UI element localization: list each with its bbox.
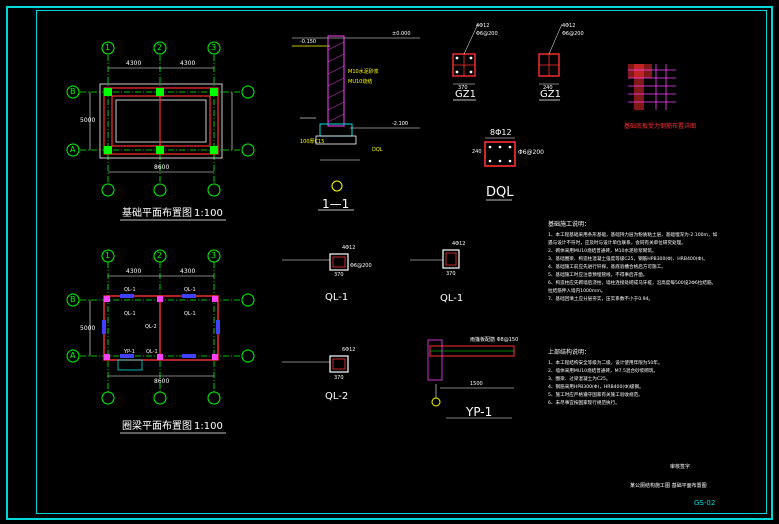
dql-section bbox=[484, 137, 516, 167]
rb-scale: 1:100 bbox=[194, 421, 223, 432]
note2-line: 3、圈梁、过梁混凝土为C25。 bbox=[548, 377, 611, 382]
notes-title: 基础施工说明： bbox=[548, 221, 591, 228]
rb-beam-2: QL-1 bbox=[184, 287, 196, 293]
notes2-list: 1、本工程结构安全等级为二级，设计使用年限为50年。 2、墙体采用MU10烧结普通… bbox=[548, 360, 758, 408]
note-line: 1、本工程基础采用条形基础，基础持力层为粉质粘土层，基础埋深为-2.100m，如 bbox=[548, 233, 718, 238]
ql1b-dim: 370 bbox=[446, 271, 456, 277]
dql-top: 8Φ12 bbox=[490, 128, 512, 137]
notes-list: 1、本工程基础采用条形基础，基础持力层为粉质粘土层，基础埋深为-2.100m，如… bbox=[548, 232, 758, 304]
ringbeam-plan bbox=[66, 249, 255, 405]
s11-note-2: 100厚C15 bbox=[300, 139, 325, 145]
detail-caption: 基础底板受力钢筋布置详图 bbox=[624, 123, 697, 130]
gz1a-rebar: 4Φ12 bbox=[476, 23, 490, 29]
yp1-dim: 1500 bbox=[470, 381, 483, 387]
fp-dim-2: 4300 bbox=[180, 60, 196, 67]
fp-col-1: 1 bbox=[105, 43, 111, 52]
fp-title: 基础平面布置图 bbox=[122, 208, 192, 219]
fp-col-3: 3 bbox=[211, 43, 217, 52]
note2-line: 1、本工程结构安全等级为二级，设计使用年限为50年。 bbox=[548, 361, 663, 366]
rb-beam-3: QL-1 bbox=[124, 311, 136, 317]
foundation-notes: 基础施工说明： 1、本工程基础采用条形基础，基础持力层为粉质粘土层，基础埋深为-… bbox=[548, 222, 758, 304]
ql-sections bbox=[282, 249, 515, 419]
note2-line: 6、未尽事宜按国家现行规范执行。 bbox=[548, 401, 620, 406]
note-line: 拉结筋伸入墙内1000mm。 bbox=[548, 289, 606, 294]
rb-dim-1: 4300 bbox=[126, 268, 142, 275]
gz1a-dim: 370 bbox=[458, 85, 468, 91]
fp-scale: 1:100 bbox=[194, 208, 223, 219]
yp1-note: 雨篷板配筋 Φ8@150 bbox=[470, 337, 519, 343]
stamp-text: 审核签字 bbox=[670, 464, 691, 470]
note-line: 2、砌体采用MU10烧结普通砖，M10水泥砂浆砌筑。 bbox=[548, 249, 657, 254]
gz1-sections bbox=[452, 23, 563, 85]
note-line: 6、构造柱应先砌墙后浇柱，墙柱连接处砌成马牙槎，沿高度每500设2Φ6拉结筋。 bbox=[548, 281, 717, 286]
yp1-label: YP-1 bbox=[466, 405, 493, 419]
rb-beam-4: QL-1 bbox=[184, 311, 196, 317]
fp-dim-1: 4300 bbox=[126, 60, 142, 67]
rb-beam-5: QL-2 bbox=[145, 324, 157, 330]
gz1b-dim: 240 bbox=[543, 85, 553, 91]
rb-row-a: A bbox=[70, 351, 76, 360]
project-name: 某公厕结构施工图 基础平面布置图 bbox=[630, 483, 707, 489]
dql-dim: 240 bbox=[472, 149, 482, 155]
outer-frame bbox=[6, 6, 773, 520]
fp-dim-total: 8600 bbox=[154, 164, 170, 171]
notes2-title: 上部结构说明： bbox=[548, 349, 591, 356]
rb-dim-2: 4300 bbox=[180, 268, 196, 275]
fp-col-2: 2 bbox=[157, 43, 163, 52]
rb-beam-6: YP-1 bbox=[124, 349, 135, 355]
s11-label: 1—1 bbox=[322, 197, 350, 211]
s11-note-3: DQL bbox=[372, 147, 383, 153]
note-line: 7、基础回填土应分层夯实，压实系数不小于0.94。 bbox=[548, 297, 654, 302]
rb-col-1: 1 bbox=[105, 251, 111, 260]
ql1-label: QL-1 bbox=[325, 292, 349, 303]
ql1-rebar: 4Φ12 bbox=[342, 245, 356, 251]
rb-col-2: 2 bbox=[157, 251, 163, 260]
fp-row-a: A bbox=[70, 145, 76, 154]
footing-rebar-detail bbox=[628, 64, 676, 110]
gz1b-stirrup: Φ6@200 bbox=[562, 31, 584, 37]
ql2-label: QL-2 bbox=[325, 391, 349, 402]
note2-line: 5、施工时应严格遵守国家有关施工验收规范。 bbox=[548, 393, 643, 398]
note-line: 5、基础施工时应注意预埋管线，不得事后开凿。 bbox=[548, 273, 648, 278]
s11-level-0: ±0.000 bbox=[392, 31, 411, 37]
rb-beam-7: QL-1 bbox=[146, 349, 158, 355]
structure-notes: 上部结构说明： 1、本工程结构安全等级为二级，设计使用年限为50年。 2、墙体采用… bbox=[548, 350, 758, 408]
ql2-dim: 370 bbox=[334, 375, 344, 381]
note-line: 3、基础圈梁、构造柱混凝土强度等级C25，钢筋HPB300(Φ)、HRB400(… bbox=[548, 257, 708, 262]
inner-frame bbox=[36, 10, 767, 514]
gz1b-label: GZ1 bbox=[540, 89, 561, 100]
rb-title: 圈梁平面布置图 bbox=[122, 421, 192, 432]
ql1-stirrup: Φ6@200 bbox=[350, 263, 372, 269]
drawing-number: GS-02 bbox=[694, 499, 716, 507]
rb-row-b: B bbox=[70, 295, 76, 304]
note-line: 遇与设计不符时，应及时与设计单位联系，会同有关单位研究处理。 bbox=[548, 241, 686, 246]
ql1-dim: 370 bbox=[334, 272, 344, 278]
rb-dim-side: 5000 bbox=[80, 325, 96, 332]
section-1-1 bbox=[292, 35, 420, 192]
rb-col-3: 3 bbox=[211, 251, 217, 260]
ql1b-label: QL-1 bbox=[440, 293, 464, 304]
dql-stirrup: Φ6@200 bbox=[518, 149, 544, 156]
rb-beam-1: QL-1 bbox=[124, 287, 136, 293]
ql1b-rebar: 4Φ12 bbox=[452, 241, 466, 247]
ql2-rebar: 6Φ12 bbox=[342, 347, 356, 353]
note2-line: 4、钢筋采用HPB300(Φ)，HRB400(Ф)级钢。 bbox=[548, 385, 644, 390]
gz1a-stirrup: Φ6@200 bbox=[476, 31, 498, 37]
rb-dim-total: 8600 bbox=[154, 378, 170, 385]
s11-note-1: MU10烧结 bbox=[348, 79, 373, 85]
dql-label: DQL bbox=[486, 185, 514, 200]
foundation-plan bbox=[66, 41, 255, 197]
fp-dim-side: 5000 bbox=[80, 117, 96, 124]
gz1a-label: GZ1 bbox=[455, 89, 476, 100]
s11-note-0: M10水泥砂浆 bbox=[348, 69, 379, 75]
note-line: 4、基础施工前应先进行钎探，基底验槽合格后方可施工。 bbox=[548, 265, 666, 270]
s11-level-2: -2.100 bbox=[392, 121, 409, 127]
note2-line: 2、墙体采用MU10烧结普通砖，M7.5混合砂浆砌筑。 bbox=[548, 369, 659, 374]
s11-level-1: -0.150 bbox=[300, 39, 317, 45]
gz1b-rebar: 4Φ12 bbox=[562, 23, 576, 29]
fp-row-b: B bbox=[70, 87, 76, 96]
